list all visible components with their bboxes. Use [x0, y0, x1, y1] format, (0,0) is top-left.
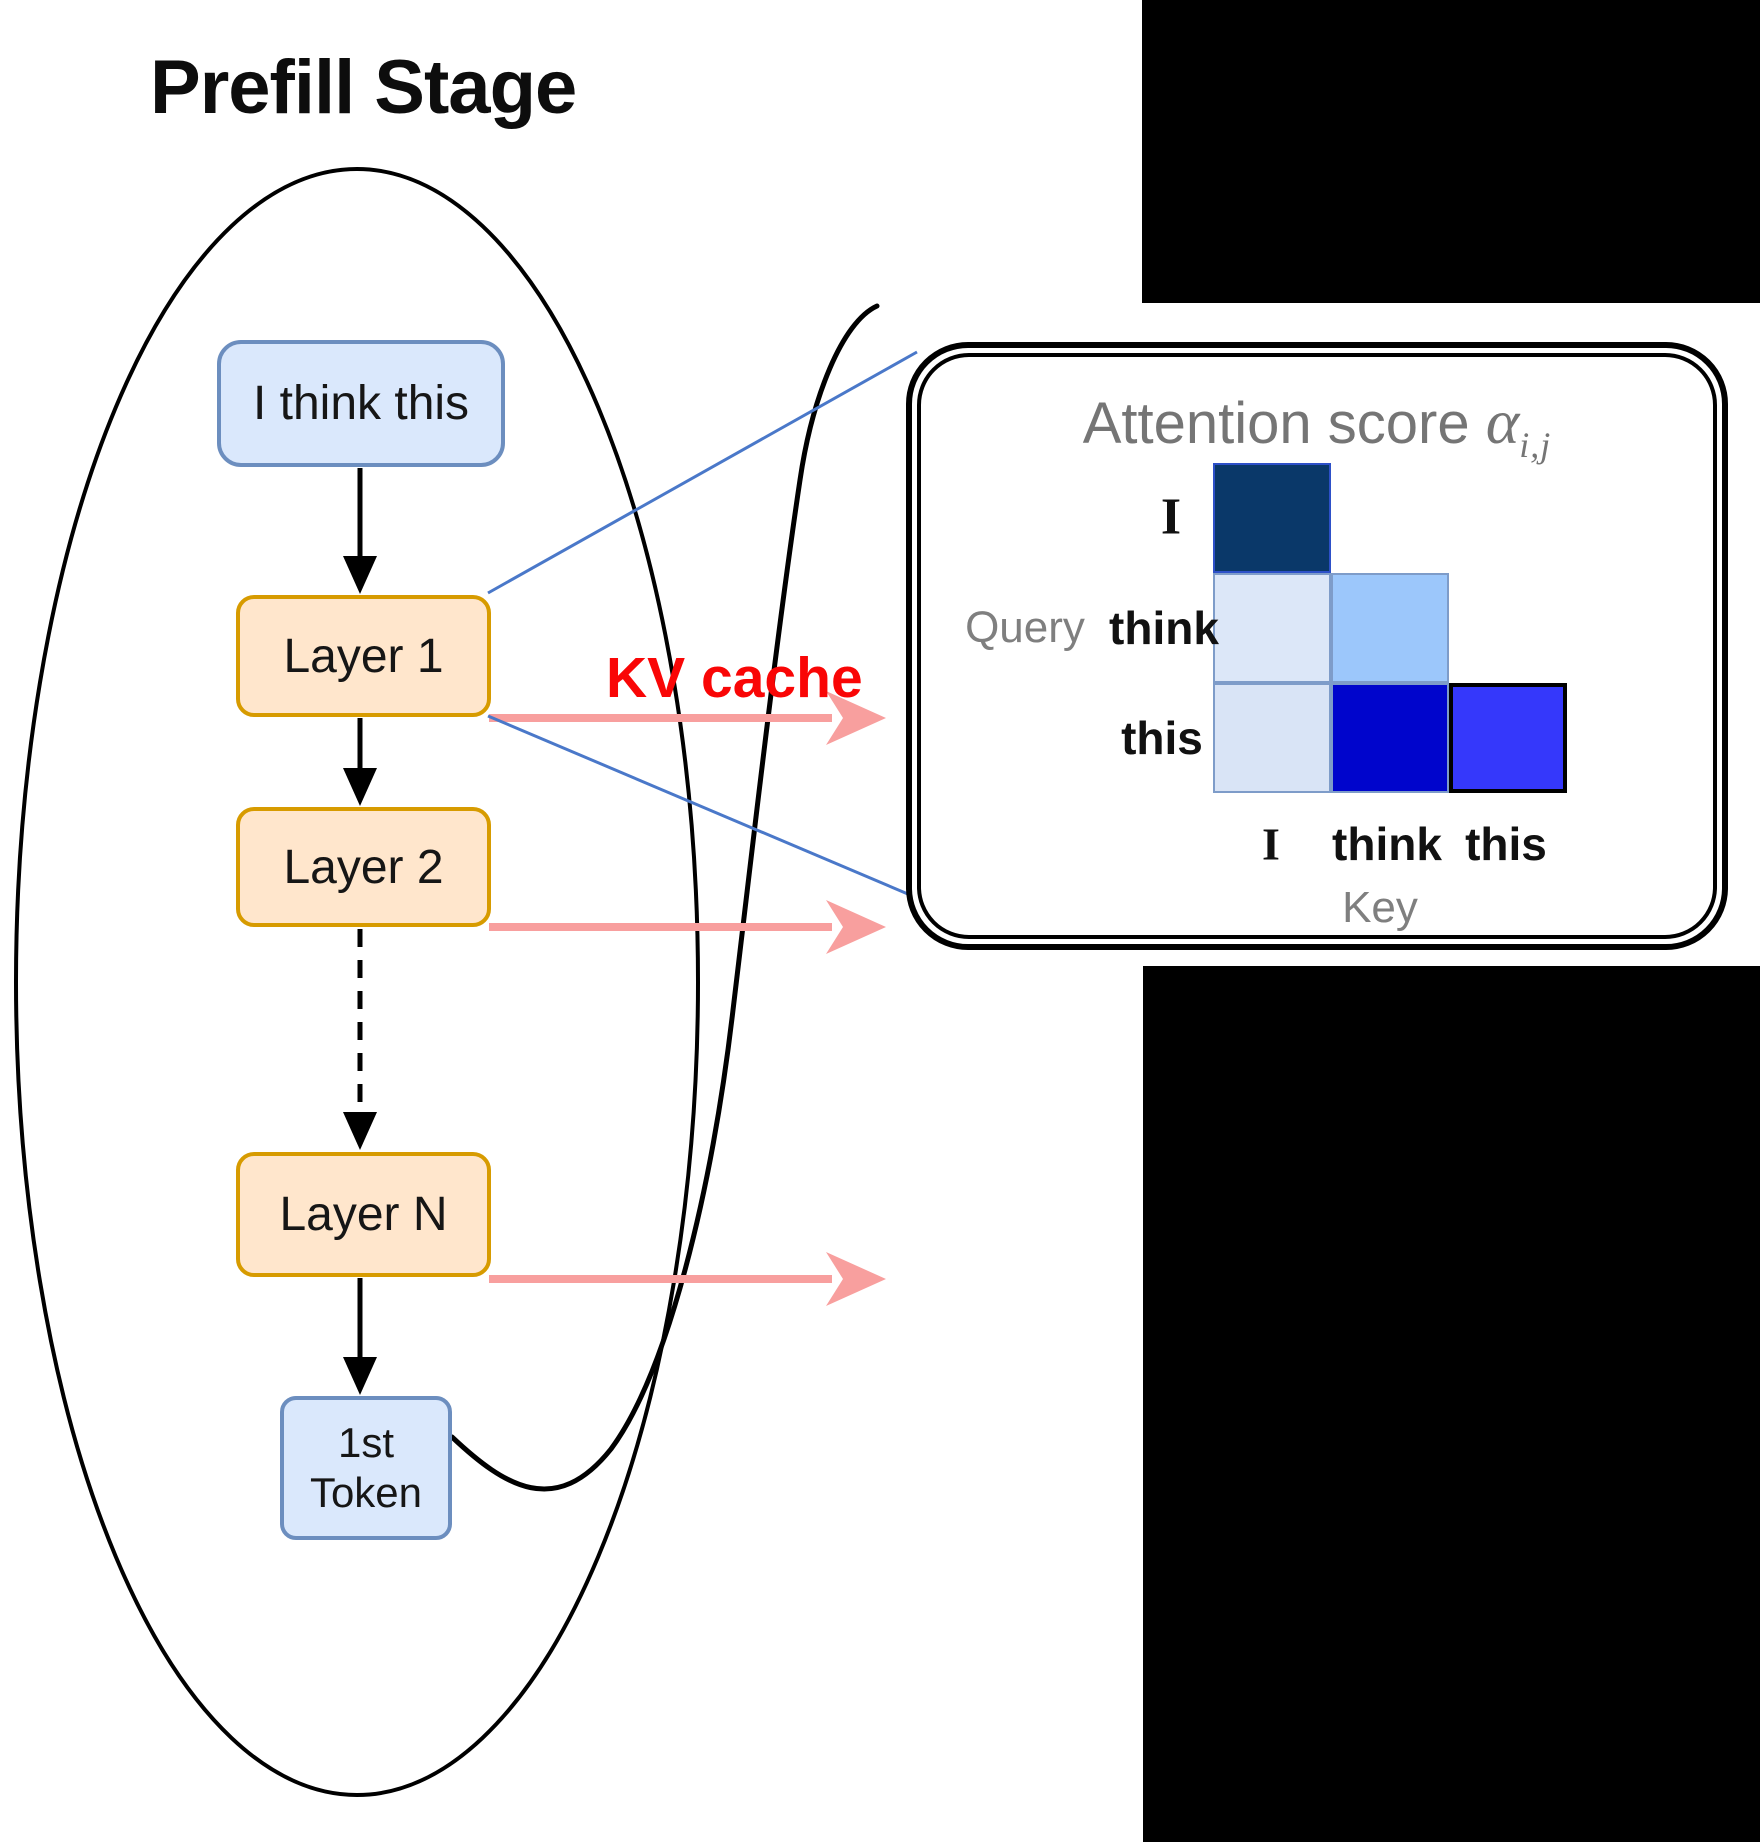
layer-2-box: Layer 2 — [236, 807, 491, 927]
attention-panel-title: Attention score αi,j — [921, 385, 1713, 466]
key-token-this: this — [1465, 818, 1547, 870]
key-token-think: think — [1332, 818, 1442, 870]
flow-arrow-layer1-to-layer2 — [343, 718, 377, 806]
input-tokens-label: I think this — [252, 377, 470, 430]
first-token-label-line1: 1st — [337, 1419, 395, 1467]
first-token-label-line2: Token — [309, 1469, 423, 1516]
query-token-think: think — [1109, 602, 1219, 654]
query-token-this: this — [1121, 712, 1203, 764]
kv-cache-arrow-layerN — [489, 1252, 886, 1306]
layer-n-label: Layer N — [279, 1188, 448, 1241]
black-mask-bottom-right — [1143, 966, 1760, 1842]
attention-cell-2-2-highlighted — [1449, 683, 1567, 793]
layer-1-box: Layer 1 — [236, 595, 491, 717]
flow-arrow-layerN-to-first-token — [343, 1278, 377, 1395]
first-token-loop-curve — [449, 303, 880, 1492]
attention-score-panel: Attention score αi,j Query I think this … — [906, 342, 1728, 950]
query-token-I: I — [1160, 488, 1182, 546]
input-tokens-box: I think this — [217, 340, 505, 467]
attention-cell-1-1 — [1331, 573, 1449, 683]
layer-1-label: Layer 1 — [283, 629, 444, 683]
flow-arrow-layer2-to-layerN-dashed — [343, 929, 377, 1150]
page-title: Prefill Stage — [150, 45, 577, 130]
layer-2-label: Layer 2 — [283, 840, 444, 894]
alpha-subscript: i,j — [1519, 425, 1552, 465]
flow-arrow-input-to-layer1 — [343, 468, 377, 594]
key-token-I: I — [1262, 818, 1280, 870]
kv-cache-arrow-layer2 — [489, 900, 886, 954]
attention-score-panel-inner-border: Attention score αi,j Query I think this … — [917, 353, 1717, 939]
attention-cell-2-0 — [1213, 683, 1331, 793]
attention-title-text: Attention score — [1082, 391, 1470, 456]
callout-line-layer1-bottom — [487, 714, 923, 902]
attention-cell-2-1 — [1331, 683, 1449, 793]
query-axis-label: Query — [965, 603, 1085, 652]
attention-matrix — [1213, 463, 1569, 795]
attention-cell-1-0 — [1213, 573, 1331, 683]
layer-n-box: Layer N — [236, 1152, 491, 1277]
first-token-box: 1st Token — [280, 1396, 452, 1540]
black-mask-top-right — [1142, 0, 1760, 303]
alpha-symbol: α — [1485, 386, 1520, 457]
attention-cell-0-0 — [1213, 463, 1331, 573]
callout-line-layer1-top — [487, 350, 918, 595]
kv-cache-label: KV cache — [606, 646, 863, 710]
key-axis-label: Key — [1342, 883, 1418, 932]
